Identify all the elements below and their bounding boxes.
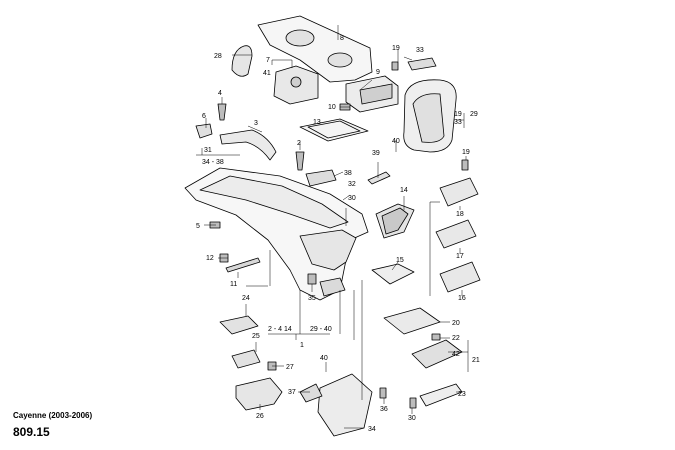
callout-13: 13 [313, 119, 321, 126]
armrest-lid [403, 79, 457, 153]
screw-36 [379, 387, 387, 399]
callout-24: 24 [242, 295, 250, 302]
air-duct-3 [219, 129, 277, 161]
callout-1: 1 [300, 342, 304, 349]
callout-27: 27 [286, 364, 294, 371]
callout-2-4-14: 2 - 4 14 [268, 326, 292, 333]
clip-33 [407, 57, 437, 71]
ashtray-18 [439, 177, 479, 207]
callout-6: 6 [202, 113, 206, 120]
callout-28: 28 [214, 53, 222, 60]
callout-30-b: 30 [408, 415, 416, 422]
callout-9: 9 [376, 69, 380, 76]
callout-33-b: 33 [454, 119, 462, 126]
callout-36: 36 [380, 406, 388, 413]
console-top-trim [257, 15, 373, 83]
callout-29: 29 [470, 111, 478, 118]
callout-20: 20 [452, 320, 460, 327]
tray-insert-9 [345, 75, 399, 113]
callout-8: 8 [340, 35, 344, 42]
tray-17 [435, 219, 477, 249]
page-code: 809.15 [13, 425, 50, 439]
shift-boot [273, 65, 319, 105]
callout-21: 21 [472, 357, 480, 364]
callout-25: 25 [252, 333, 260, 340]
callout-11: 11 [230, 281, 237, 288]
cover-cap-28 [231, 45, 253, 77]
callout-14: 14 [400, 187, 408, 194]
callout-10: 10 [328, 104, 336, 111]
bracket-24 [219, 315, 259, 335]
callout-3: 3 [254, 120, 258, 127]
clip-37 [299, 383, 323, 403]
callout-4: 4 [218, 90, 222, 97]
bracket-6 [195, 123, 213, 139]
switch-38 [305, 169, 337, 187]
callout-31: 31 [204, 147, 212, 154]
leader-lines [196, 25, 469, 429]
callout-34-38: 34 - 38 [202, 159, 224, 166]
callout-2: 2 [297, 140, 301, 147]
model-name: Cayenne (2003-2006) [13, 411, 93, 420]
callout-18: 18 [456, 211, 464, 218]
callout-16: 16 [458, 295, 466, 302]
cover-23 [419, 383, 463, 407]
callout-37: 37 [288, 389, 296, 396]
callout-12: 12 [206, 255, 214, 262]
drawer-20 [383, 307, 441, 335]
bracket-26 [235, 377, 283, 411]
callout-32: 32 [348, 181, 356, 188]
screw-30 [409, 397, 417, 409]
callout-19-c: 19 [462, 149, 470, 156]
screw-35 [307, 273, 317, 285]
screw-19b [461, 159, 469, 171]
callout-35: 35 [308, 295, 316, 302]
callout-38: 38 [344, 170, 352, 177]
callout-19-b: 19 [454, 111, 462, 118]
callout-40-a: 40 [392, 138, 400, 145]
callout-5: 5 [196, 223, 200, 230]
screw-22 [431, 333, 441, 341]
screw-19 [391, 61, 399, 71]
callout-42: 42 [452, 351, 460, 358]
callout-23: 23 [458, 391, 466, 398]
callout-41: 41 [263, 70, 271, 77]
callout-33-a: 33 [416, 47, 424, 54]
callout-15: 15 [396, 257, 404, 264]
callout-29-40: 29 - 40 [310, 326, 332, 333]
bracket-25 [231, 349, 261, 369]
storage-mat-13 [299, 118, 369, 142]
callout-34: 34 [368, 426, 376, 433]
screw-4 [217, 103, 227, 121]
callout-19-a: 19 [392, 45, 400, 52]
center-console-body [184, 167, 369, 301]
pin-39 [367, 171, 391, 185]
callout-22: 22 [452, 335, 460, 342]
air-vent-14 [375, 203, 415, 239]
callout-17: 17 [456, 253, 464, 260]
housing-34 [317, 373, 373, 437]
rod-11 [225, 257, 261, 273]
callout-7: 7 [266, 57, 270, 64]
callout-40-b: 40 [320, 355, 328, 362]
cover-15 [371, 263, 415, 285]
callout-39: 39 [372, 150, 380, 157]
tray-16 [439, 261, 481, 293]
callout-26: 26 [256, 413, 264, 420]
callout-30-a: 30 [348, 195, 356, 202]
screw-2 [295, 151, 305, 171]
